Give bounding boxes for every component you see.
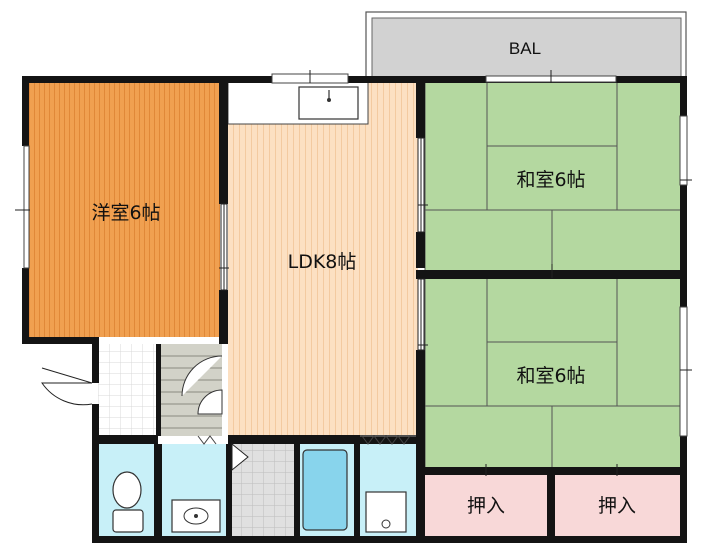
ldk: LDK8帖: [227, 81, 418, 436]
toilet-room: [98, 444, 156, 536]
japanese-room-2-label: 和室6帖: [516, 365, 585, 387]
ldk-label: LDK8帖: [288, 251, 357, 273]
balcony-label: BAL: [509, 39, 541, 58]
bathroom: [232, 444, 354, 536]
closet-2-label: 押入: [598, 495, 636, 517]
storage-under-stairs: [160, 344, 223, 436]
washroom: [162, 444, 228, 536]
toilet-icon: [112, 471, 142, 509]
western-room-label: 洋室6帖: [91, 202, 160, 224]
japanese-room-1-label: 和室6帖: [516, 169, 585, 191]
bathtub-icon: [302, 449, 348, 531]
drain-icon: [381, 519, 391, 529]
closet-2: 押入: [555, 474, 681, 536]
closet-1-label: 押入: [467, 495, 505, 517]
doors: [41, 137, 425, 472]
japanese-room-1: 和室6帖: [424, 81, 682, 273]
japanese-room-2: 和室6帖: [424, 277, 682, 469]
entrance-floor: [98, 344, 158, 436]
balcony: BAL: [365, 11, 687, 78]
western-room: 洋室6帖: [28, 82, 220, 337]
grid-ticks: [219, 204, 618, 476]
laundry-area: [360, 444, 418, 536]
closet-1: 押入: [425, 474, 547, 536]
